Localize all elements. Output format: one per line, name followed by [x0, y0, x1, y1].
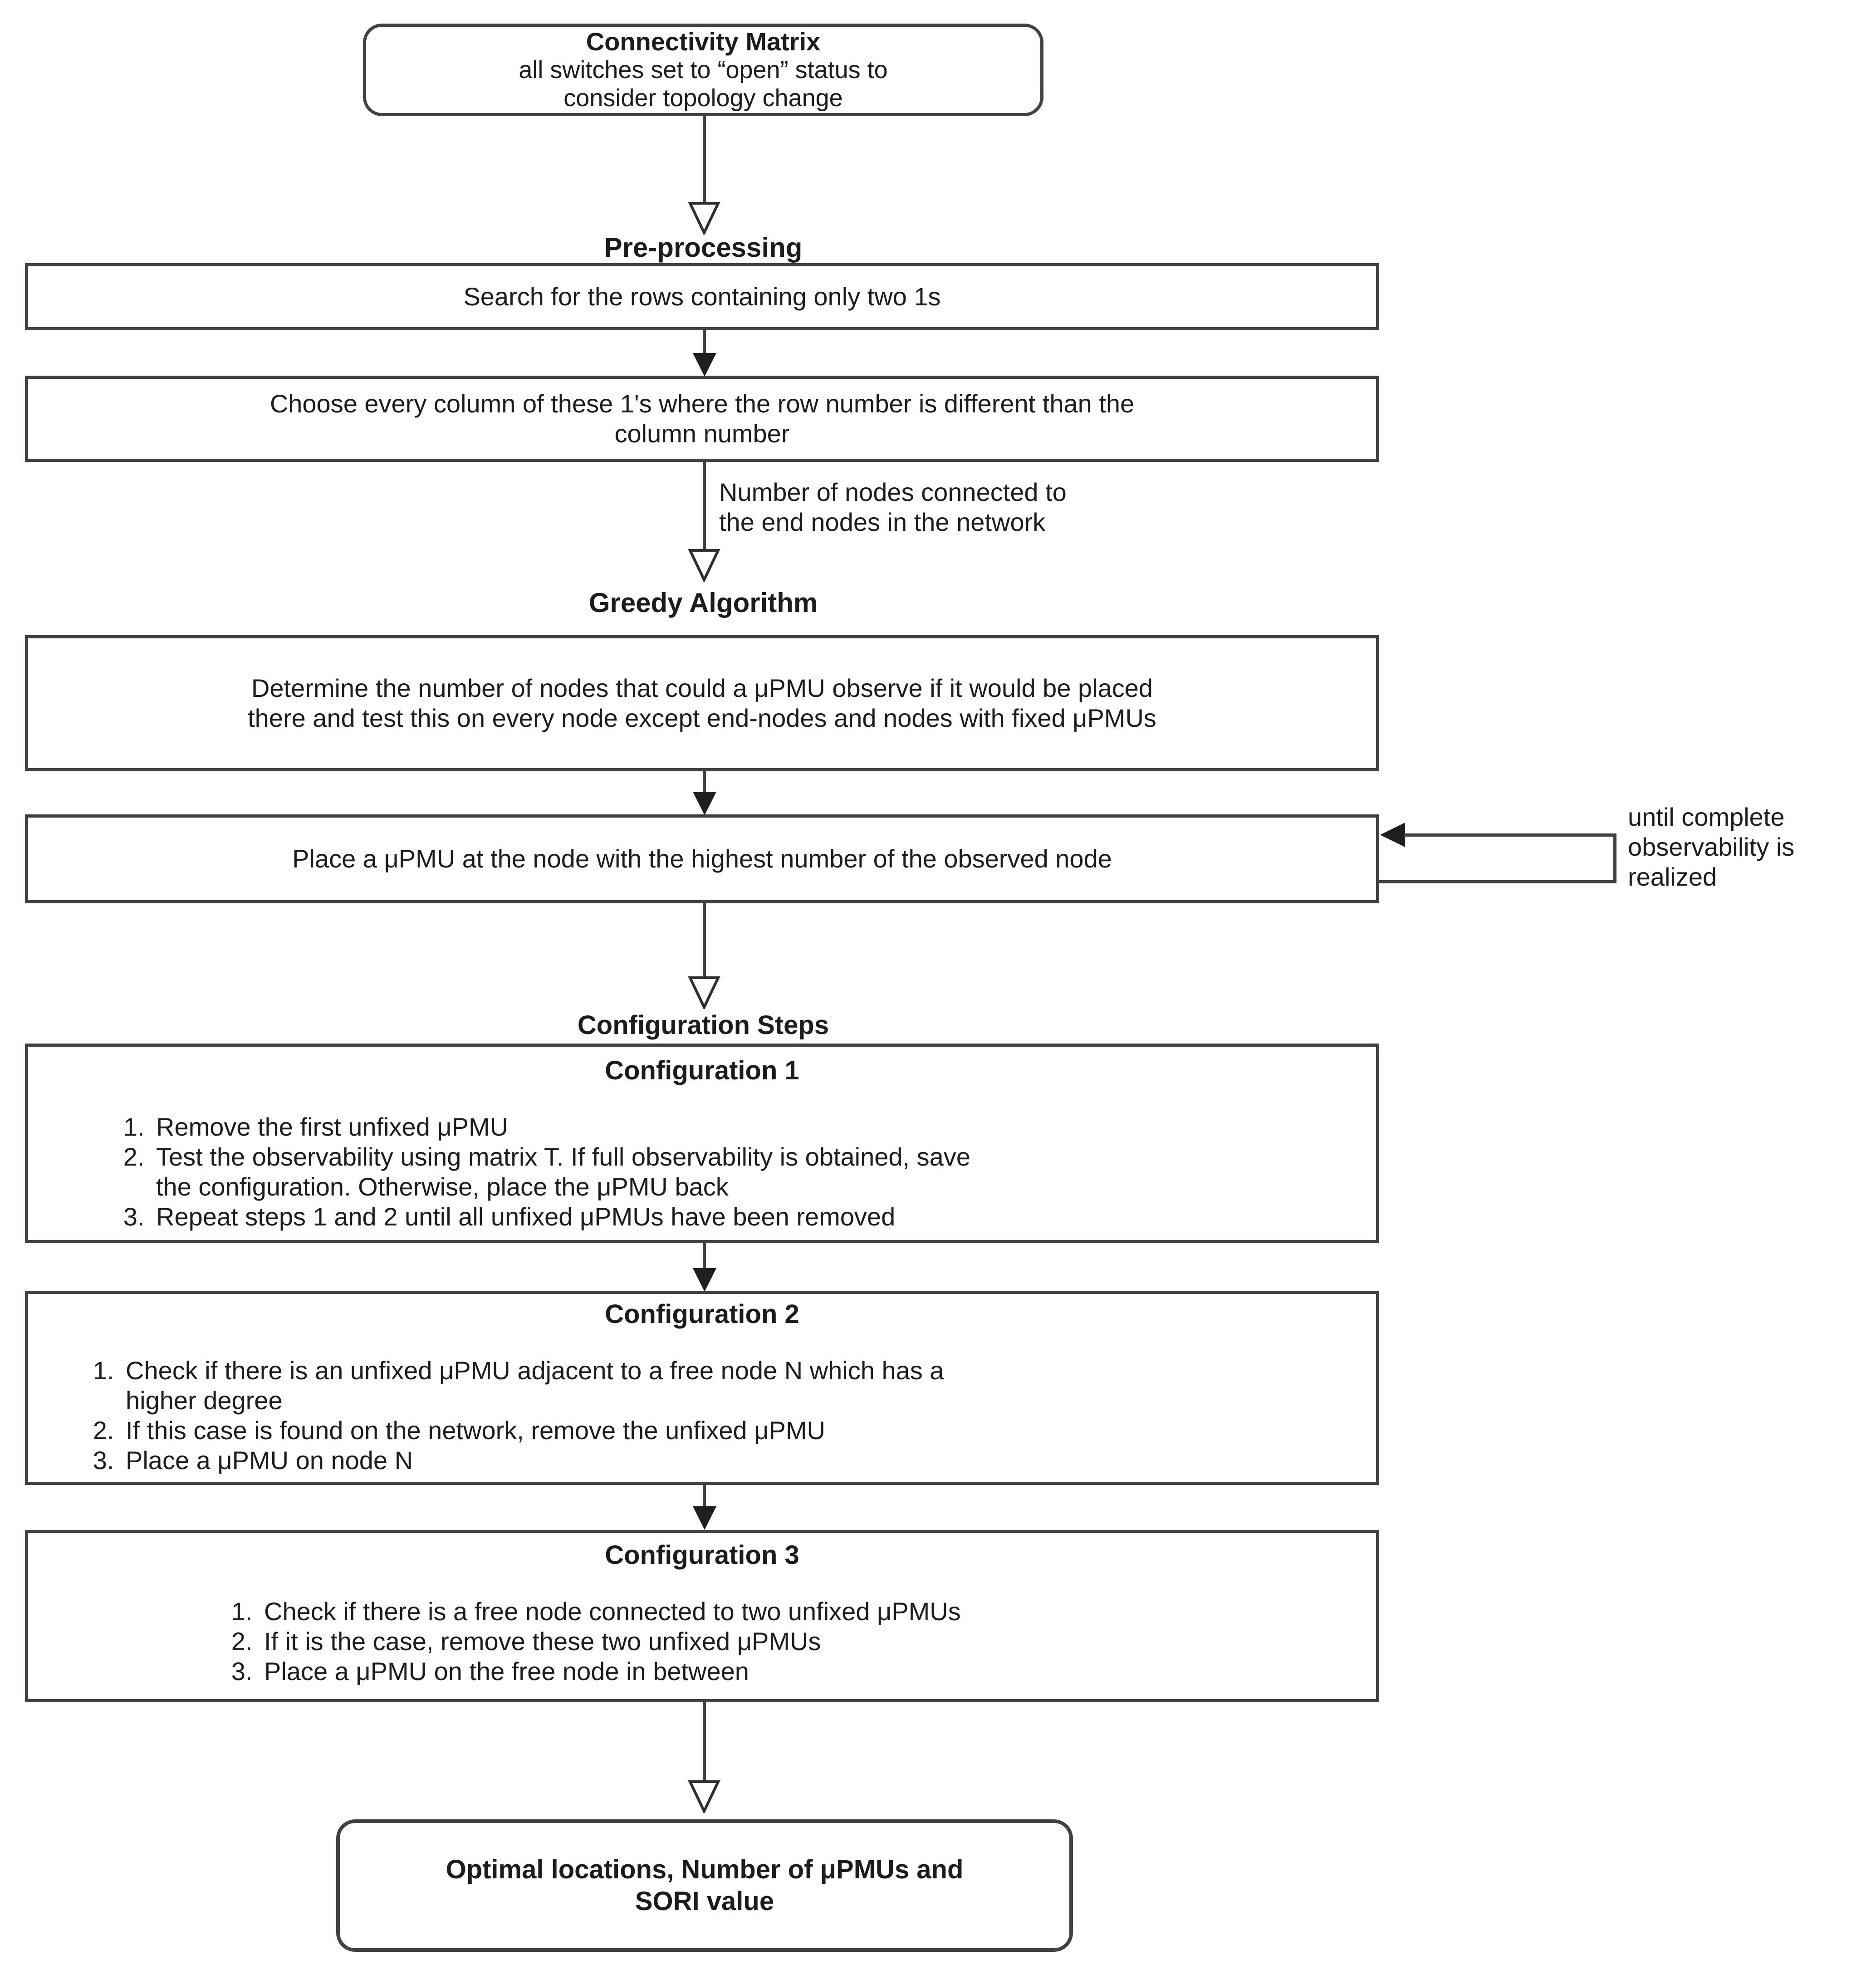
node-text: Optimal locations, Number of μPMUs and S…: [446, 1855, 964, 1916]
list-item: Place a μPMU on the free node in between: [260, 1656, 1371, 1686]
steps-list: Check if there is a free node connected …: [28, 1597, 1371, 1686]
label-configuration-steps: Configuration Steps: [577, 1010, 829, 1040]
connector-line: [703, 461, 706, 551]
node-title: Configuration 3: [605, 1540, 799, 1570]
connector-line: [703, 902, 706, 978]
list-item: If this case is found on the network, re…: [121, 1416, 1371, 1446]
arrow-solid-down-icon: [693, 1506, 716, 1530]
label-greedy-algorithm: Greedy Algorithm: [588, 588, 818, 618]
arrow-hollow-down-icon: [688, 549, 720, 582]
connector-line: [703, 1242, 706, 1269]
node-text: Choose every column of these 1's where t…: [269, 389, 1135, 448]
list-item: Place a μPMU on node N: [121, 1446, 1371, 1475]
node-configuration-3: Configuration 3 Check if there is a free…: [25, 1530, 1379, 1702]
node-choose-columns: Choose every column of these 1's where t…: [25, 376, 1379, 462]
node-body: all switches set to “open” status to con…: [519, 56, 888, 112]
loop-connector-top: [1404, 833, 1616, 837]
node-text: Determine the number of nodes that could…: [248, 674, 1156, 732]
arrow-solid-left-icon: [1380, 823, 1405, 847]
list-item: If it is the case, remove these two unfi…: [260, 1627, 1371, 1656]
connector-line: [703, 1484, 706, 1508]
label-pre-processing: Pre-processing: [604, 232, 803, 263]
steps-list: Check if there is an unfixed μPMU adjace…: [28, 1356, 1371, 1475]
arrow-solid-down-icon: [693, 353, 716, 377]
arrow-hollow-down-icon: [688, 1780, 720, 1813]
list-item: Check if there is an unfixed μPMU adjace…: [121, 1356, 1371, 1416]
node-search-rows: Search for the rows containing only two …: [25, 263, 1379, 330]
list-item: Test the observability using matrix T. I…: [152, 1142, 1371, 1202]
arrow-solid-down-icon: [693, 792, 716, 815]
node-configuration-1: Configuration 1 Remove the first unfixed…: [25, 1044, 1379, 1243]
node-title: Configuration 1: [605, 1056, 799, 1085]
loop-label: until complete observability is realized: [1628, 802, 1875, 892]
arrow-hollow-down-icon: [688, 976, 720, 1009]
loop-connector-right: [1613, 833, 1616, 883]
node-title: Configuration 2: [605, 1299, 799, 1329]
list-item: Remove the first unfixed μPMU: [152, 1112, 1371, 1142]
node-output: Optimal locations, Number of μPMUs and S…: [336, 1819, 1073, 1952]
list-item: Repeat steps 1 and 2 until all unfixed μ…: [152, 1202, 1371, 1232]
node-title: Connectivity Matrix: [586, 27, 821, 56]
node-connectivity-matrix: Connectivity Matrix all switches set to …: [363, 24, 1043, 116]
steps-list: Remove the first unfixed μPMU Test the o…: [28, 1112, 1371, 1232]
node-text: Place a μPMU at the node with the highes…: [292, 844, 1112, 873]
connector-line: [703, 770, 706, 793]
node-place-pmu: Place a μPMU at the node with the highes…: [25, 814, 1379, 903]
node-configuration-2: Configuration 2 Check if there is an unf…: [25, 1291, 1379, 1485]
arrow-solid-down-icon: [693, 1268, 716, 1292]
node-determine-observed: Determine the number of nodes that could…: [25, 635, 1379, 771]
connector-line: [703, 329, 706, 355]
node-text: Search for the rows containing only two …: [463, 282, 941, 311]
arrow-hollow-down-icon: [688, 202, 720, 235]
connector-line: [703, 115, 706, 204]
edge-label-node-count: Number of nodes connected to the end nod…: [719, 477, 1241, 537]
list-item: Check if there is a free node connected …: [260, 1597, 1371, 1627]
connector-line: [703, 1701, 706, 1781]
loop-connector-bottom: [1379, 880, 1616, 883]
